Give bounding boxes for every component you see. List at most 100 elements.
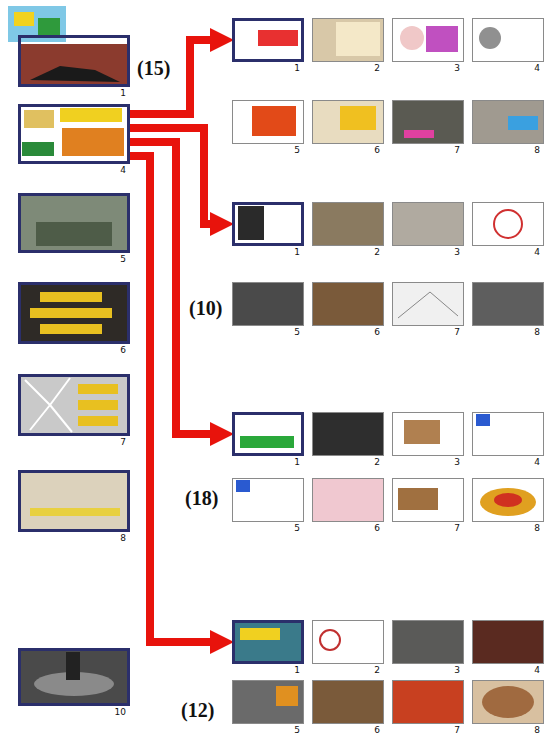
- slide-number: 4: [472, 664, 544, 676]
- slide-picture: [40, 292, 102, 302]
- slide-thumbnail: 7: [392, 680, 464, 736]
- slide-thumbnail: 2: [312, 620, 384, 676]
- slide-picture: [472, 18, 544, 62]
- slide-number: 5: [18, 253, 130, 265]
- slide-frame: [392, 620, 464, 664]
- slide-thumbnail: 10: [18, 648, 130, 718]
- slide-picture: [472, 282, 544, 326]
- slide-thumbnail: 6: [312, 282, 384, 338]
- slide-frame: [392, 680, 464, 724]
- slide-picture: [236, 480, 250, 492]
- slide-picture: [392, 100, 464, 144]
- slide-picture: [480, 488, 536, 516]
- slide-picture: [240, 628, 280, 640]
- slide-frame: [472, 680, 544, 724]
- slide-thumbnail: 1: [18, 35, 130, 99]
- slide-picture: [398, 488, 438, 510]
- slide-thumbnail: 2: [312, 202, 384, 258]
- slide-frame: [312, 620, 384, 664]
- slide-number: 2: [312, 62, 384, 74]
- slide-number: 4: [472, 456, 544, 468]
- red-arrow: [130, 156, 210, 642]
- slide-frame: [18, 104, 130, 164]
- slide-number: 7: [392, 144, 464, 156]
- logo: [38, 18, 60, 36]
- slide-thumbnail: 7: [18, 374, 130, 448]
- slide-picture: [232, 282, 304, 326]
- slide-picture: [232, 680, 304, 724]
- slide-picture: [336, 22, 380, 56]
- slide-thumbnail: 2: [312, 412, 384, 468]
- slide-number: 4: [472, 246, 544, 258]
- slide-thumbnail: 8: [472, 478, 544, 534]
- slide-picture: [232, 18, 304, 62]
- slide-picture: [472, 680, 544, 724]
- slide-picture: [30, 66, 120, 82]
- slide-frame: [232, 478, 304, 522]
- slide-picture: [494, 210, 522, 238]
- slide-picture: [472, 202, 544, 246]
- slide-thumbnail: 7: [392, 478, 464, 534]
- slide-thumbnail: 4: [472, 18, 544, 74]
- slide-picture: [60, 108, 122, 122]
- slide-frame: [472, 282, 544, 326]
- slide-picture: [392, 478, 464, 522]
- slide-picture: [36, 222, 112, 246]
- slide-number: 7: [392, 326, 464, 338]
- slide-number: 3: [392, 62, 464, 74]
- slide-frame: [392, 282, 464, 326]
- slide-picture: [232, 620, 304, 664]
- slide-number: 8: [18, 532, 130, 544]
- slide-number: 1: [232, 456, 304, 468]
- slide-thumbnail: 3: [392, 412, 464, 468]
- slide-number: 7: [392, 724, 464, 736]
- slide-frame: [312, 100, 384, 144]
- slide-frame: [18, 374, 130, 436]
- slide-picture: [24, 110, 54, 128]
- slide-picture: [472, 478, 544, 522]
- slide-picture: [476, 414, 490, 426]
- slide-picture: [472, 100, 544, 144]
- slide-picture: [312, 100, 384, 144]
- slide-thumbnail: 1: [232, 620, 304, 676]
- slide-thumbnail: 6: [312, 478, 384, 534]
- slide-thumbnail: 7: [392, 100, 464, 156]
- slide-frame: [472, 202, 544, 246]
- slide-picture: [25, 378, 72, 432]
- slide-thumbnail: 3: [392, 620, 464, 676]
- slide-thumbnail: 1: [232, 18, 304, 74]
- slide-picture: [392, 412, 464, 456]
- slide-picture: [22, 142, 54, 156]
- slide-picture: [232, 100, 304, 144]
- red-arrow: [130, 142, 210, 434]
- slide-picture: [392, 18, 464, 62]
- slide-number: 4: [472, 62, 544, 74]
- slide-number: 7: [18, 436, 130, 448]
- slide-frame: [232, 680, 304, 724]
- slide-frame: [18, 282, 130, 344]
- slide-frame: [232, 202, 304, 246]
- slide-number: 6: [18, 344, 130, 356]
- slide-count: (15): [136, 56, 171, 80]
- slide-picture: [392, 680, 464, 724]
- slide-frame: [472, 18, 544, 62]
- slide-picture: [479, 27, 501, 49]
- slide-picture: [232, 478, 304, 522]
- slide-picture: [62, 128, 124, 156]
- slide-thumbnail: 6: [312, 680, 384, 736]
- slide-picture: [392, 282, 464, 326]
- slide-thumbnail: 4: [472, 412, 544, 468]
- slide-number: 5: [232, 522, 304, 534]
- slide-picture: [392, 620, 464, 664]
- slide-picture: [18, 193, 130, 253]
- slide-picture: [18, 470, 130, 532]
- slide-frame: [312, 202, 384, 246]
- slide-number: 2: [312, 246, 384, 258]
- red-arrow: [130, 40, 210, 114]
- slide-number: 8: [472, 724, 544, 736]
- slide-number: 2: [312, 456, 384, 468]
- slide-picture: [312, 202, 384, 246]
- slide-number: 8: [472, 522, 544, 534]
- slide-picture: [508, 116, 538, 130]
- slide-frame: [392, 18, 464, 62]
